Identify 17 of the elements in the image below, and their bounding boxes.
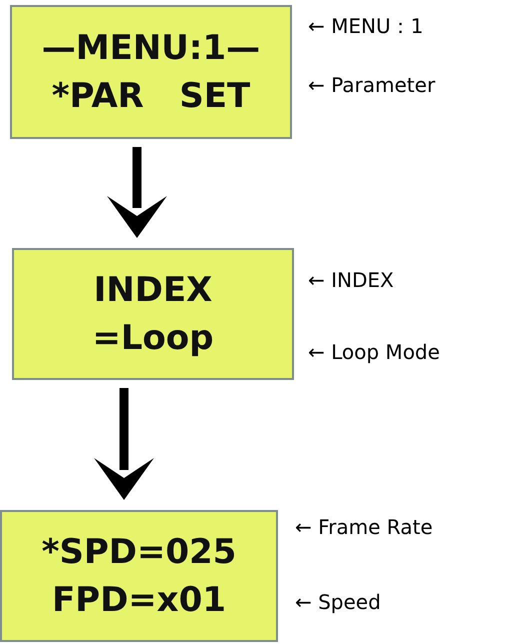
arrow <box>94 388 154 500</box>
display-line: =Loop <box>92 317 214 360</box>
display-line: INDEX <box>94 269 212 312</box>
lcd-display-box <box>10 5 292 139</box>
display-line: —MENU:1— <box>42 27 260 70</box>
annotation-label: ← Frame Rate <box>295 514 433 541</box>
annotation-label: ← MENU：1 <box>308 13 424 40</box>
lcd-display-box <box>0 510 278 642</box>
display-line: FPD=x01 <box>52 579 226 622</box>
display-line: *PAR SET <box>52 75 250 118</box>
annotation-label: ← Loop Mode <box>308 339 440 366</box>
lcd-display-box <box>12 248 294 380</box>
arrow <box>107 147 167 238</box>
annotation-label: ← INDEX <box>308 267 394 294</box>
annotation-label: ← Parameter <box>308 72 436 99</box>
display-line: *SPD=025 <box>42 531 236 574</box>
annotation-label: ← Speed <box>295 589 381 616</box>
